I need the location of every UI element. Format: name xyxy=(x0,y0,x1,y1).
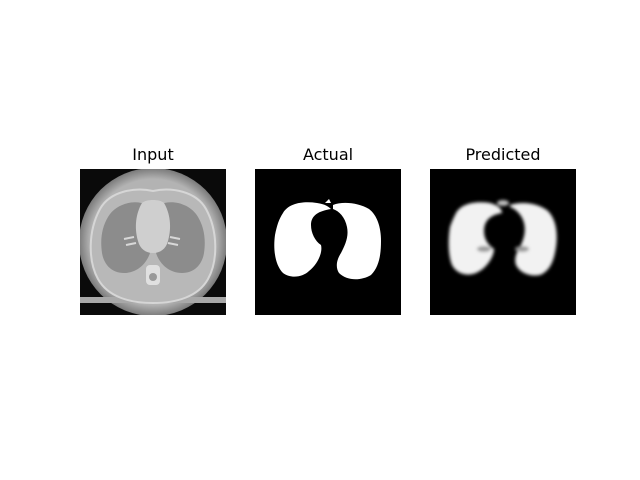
input-ct-image xyxy=(80,169,226,315)
panel-title-actual: Actual xyxy=(302,145,354,164)
predicted-mask-image xyxy=(430,169,576,315)
panel-title-input: Input xyxy=(132,145,174,164)
actual-mask-image xyxy=(255,169,401,315)
panel-title-predicted: Predicted xyxy=(465,145,541,164)
